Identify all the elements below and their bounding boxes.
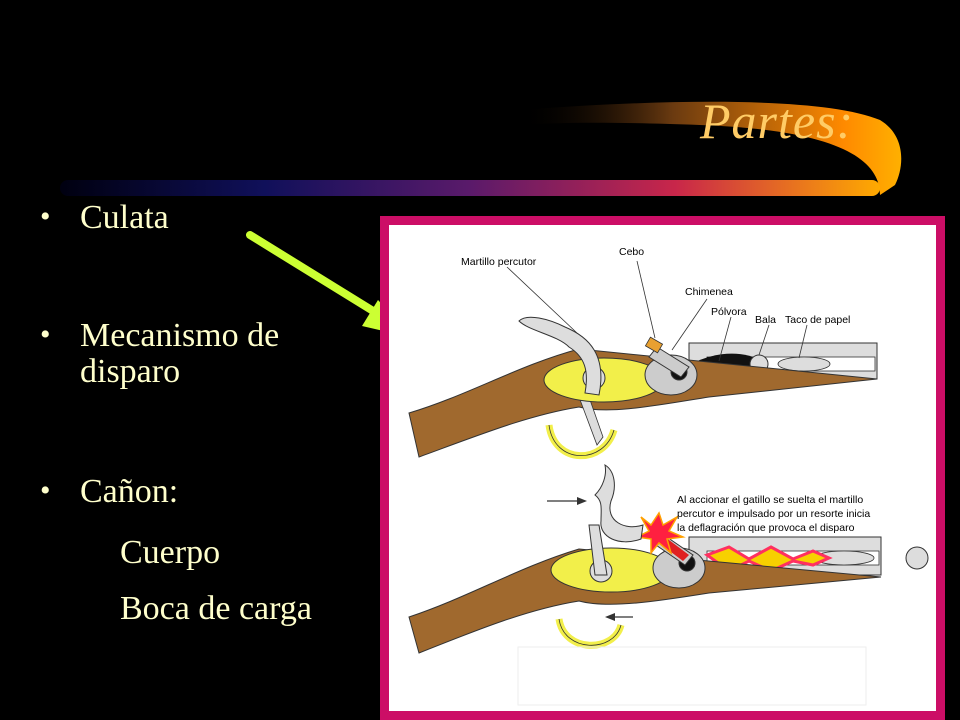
caption-line-1: Al accionar el gatillo se suelta el mart… (677, 494, 863, 506)
stock-top (408, 348, 878, 458)
nipple-top (648, 346, 690, 378)
projected-bullet (905, 546, 929, 570)
leader-wad (798, 324, 808, 359)
sub-item-boca-de-carga: Boca de carga (120, 590, 312, 627)
sub-item-cuerpo: Cuerpo (120, 534, 221, 571)
hammer-bottom (594, 463, 644, 543)
bullet-marker: • (40, 318, 51, 351)
label-polvora: Pólvora (711, 306, 747, 318)
rifle-bottom: Al accionar el gatillo se suelta el mart… (408, 463, 929, 654)
percussion-lock-diagram: Martillo percutor Cebo Chimenea Pólvora … (408, 246, 929, 706)
leader-bullet (758, 324, 770, 356)
label-taco-de-papel: Taco de papel (785, 314, 850, 326)
bullet-marker: • (40, 474, 51, 507)
title-underline-bar (60, 180, 880, 196)
motion-arrow-bottom-head (605, 613, 615, 621)
bullet-text: Culata (80, 199, 169, 236)
trigger-guard-outline-top (548, 424, 615, 457)
rifle-top: Martillo percutor Cebo Chimenea Pólvora … (408, 246, 878, 460)
pointer-arrow (246, 231, 382, 318)
hammer-arm-bottom (588, 524, 608, 576)
label-martillo-percutor: Martillo percutor (461, 256, 537, 268)
cap-explosion-bottom (634, 511, 686, 556)
label-chimenea: Chimenea (685, 286, 733, 298)
slide-title: Partes: (700, 93, 855, 149)
bullet-text-line2: disparo (80, 353, 181, 390)
hammer-top (518, 316, 602, 396)
diagram-frame: Martillo percutor Cebo Chimenea Pólvora … (380, 216, 945, 720)
title-swoosh (520, 101, 902, 195)
leader-hammer (506, 266, 578, 334)
bullet-text-line1: Mecanismo de (80, 317, 280, 354)
trigger-guard-outline-bottom (558, 618, 622, 646)
label-cebo: Cebo (619, 246, 644, 258)
bullet-marker: • (40, 200, 51, 233)
wad-top (777, 356, 831, 372)
trigger-guard-bottom (555, 618, 625, 649)
label-bala: Bala (755, 314, 776, 326)
leader-powder (718, 316, 732, 362)
caption-line-2: percutor e impulsado por un resorte inic… (677, 508, 870, 520)
leader-cap (636, 260, 656, 339)
motion-arrow-top-head (577, 497, 587, 505)
trigger-guard-top (545, 424, 618, 460)
caption-line-3: la deflagración que provoca el disparo (677, 522, 855, 534)
empty-caption-box (517, 646, 867, 706)
percussion-cap-top (644, 336, 664, 354)
stock-bottom (408, 548, 882, 654)
leader-nipple (671, 298, 708, 351)
bullet-text: Cañon: (80, 473, 179, 510)
